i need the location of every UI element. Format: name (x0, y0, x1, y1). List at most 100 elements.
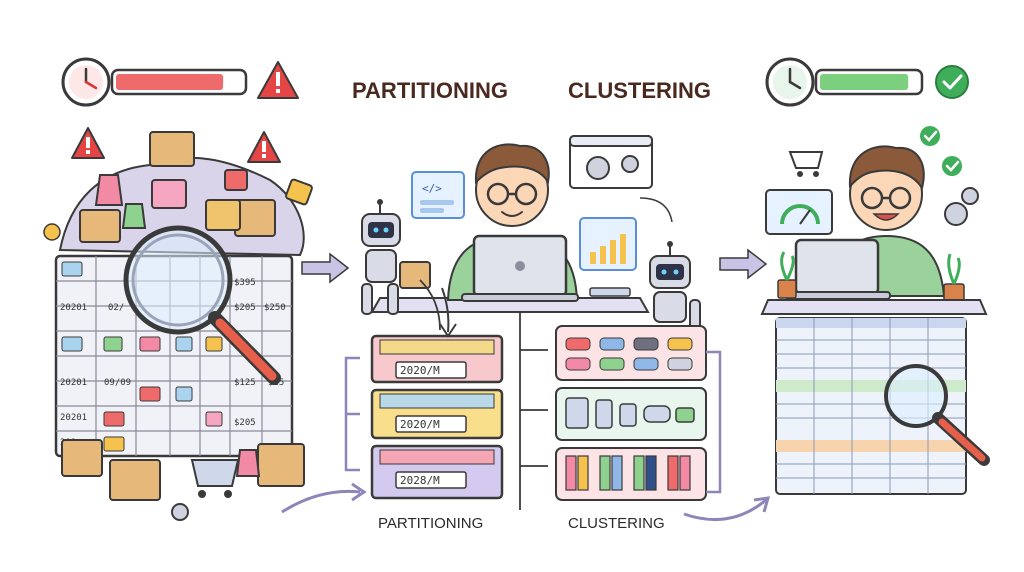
tag-icon (224, 169, 248, 191)
table-cell: 09/09 (104, 378, 131, 388)
fast-timer (765, 57, 969, 107)
flow-arrow (301, 252, 350, 284)
organized-data-table (775, 317, 967, 495)
box-icon (61, 439, 103, 477)
progress-fill-fast (820, 74, 909, 90)
gear-icon (944, 202, 968, 226)
engineer-workstation: </> (361, 135, 701, 335)
shoe-icon (565, 337, 591, 351)
tag-icon (285, 178, 313, 206)
robot-icon-right (649, 241, 701, 335)
cluster-bin-books (555, 447, 707, 501)
speaker-icon (675, 407, 695, 423)
shoe-icon (599, 337, 625, 351)
heading-clustering: CLUSTERING (568, 78, 711, 103)
shopping-bag-icon (121, 203, 147, 229)
shopping-bag-icon (94, 174, 124, 206)
table-cell: 20201 (60, 303, 87, 313)
shoe-icon (599, 357, 625, 371)
speedometer-window-icon (765, 189, 833, 235)
desk (760, 299, 988, 315)
book-icon (565, 455, 577, 491)
flow-arrow (683, 498, 767, 521)
check-icon (920, 126, 940, 146)
shopping-cart-icon (205, 199, 241, 231)
shopping-cart-icon (61, 336, 83, 352)
check-icon-top (935, 65, 969, 99)
table-cell: $125 (234, 378, 256, 388)
shopping-cart-icon (61, 261, 83, 277)
code-window-icon: </> (411, 171, 465, 219)
plant-icon (777, 251, 797, 299)
magnifier-icon-right (884, 364, 990, 466)
box-icon (79, 209, 121, 243)
partition-stack: 2020/M 2020/M 2028/M (344, 287, 504, 500)
shoe-icon (139, 386, 161, 402)
check-icon (942, 156, 962, 176)
bar-chart-window-icon (579, 217, 637, 271)
tag-icon (205, 336, 223, 352)
shoe-icon (103, 411, 125, 427)
shopping-cart-icon (151, 179, 187, 209)
shopping-bag-icon (103, 336, 123, 352)
tablet-icon (565, 397, 589, 429)
flow-arrow (639, 197, 673, 223)
robot-icon-left (361, 199, 431, 315)
table-cell: $205 (234, 418, 256, 428)
shopping-bag-icon (139, 336, 161, 352)
laptop-icon (785, 238, 891, 300)
shopping-cart-icon (190, 459, 240, 487)
book-icon (633, 455, 645, 491)
cluster-bin-electronics (555, 387, 707, 441)
partition-box: 2028/M (370, 444, 504, 500)
laptop-icon (461, 234, 579, 302)
book-icon (611, 455, 623, 491)
shopping-cart-icon (788, 151, 824, 177)
shoe-icon (667, 357, 693, 371)
heading-partitioning: PARTITIONING (352, 78, 508, 103)
box-icon (109, 459, 161, 501)
warning-icon-right (247, 131, 281, 163)
gear-icon (621, 155, 639, 173)
table-cell: 20201 (60, 413, 87, 423)
shoe-icon (565, 357, 591, 371)
shoe-icon (633, 337, 659, 351)
plant-icon (943, 253, 965, 303)
svg-text:</>: </> (422, 182, 442, 195)
partition-label: 2028/M (400, 474, 440, 487)
phone-icon (175, 336, 193, 352)
book-icon (679, 455, 691, 491)
settings-window-icon (569, 135, 653, 189)
keyboard-icon (589, 287, 631, 297)
flow-arrow (281, 489, 361, 514)
gamepad-icon (643, 405, 671, 423)
book-icon (667, 455, 679, 491)
cluster-bins (555, 325, 722, 501)
flow-arrow (706, 350, 722, 494)
book-icon (577, 455, 589, 491)
table-cell: $395 (234, 278, 256, 288)
gear-icon (171, 503, 189, 521)
slow-timer (61, 57, 299, 107)
magnifier-icon-left (123, 225, 281, 385)
cluster-bin-shoes (555, 325, 707, 381)
gear-icon (961, 187, 979, 205)
table-cell: $250 (264, 303, 286, 313)
label-partitioning: PARTITIONING (378, 515, 483, 532)
box-icon (257, 443, 305, 487)
progress-fill-slow (116, 74, 224, 90)
box-icon (399, 261, 431, 289)
dollar-coin-icon (43, 223, 61, 241)
table-cell: 02/ (108, 303, 124, 313)
partition-box: 2020/M (370, 334, 504, 384)
flow-arrow (344, 356, 360, 472)
messy-data-pile: $395 20201 02/ $205 $250 20201 09/09 $12… (43, 127, 313, 521)
shoe-icon (633, 357, 659, 371)
shoe-icon (667, 337, 693, 351)
camera-icon (619, 403, 637, 427)
gear-icon (586, 156, 610, 180)
warning-icon-left (71, 127, 105, 159)
label-clustering: CLUSTERING (568, 515, 665, 532)
